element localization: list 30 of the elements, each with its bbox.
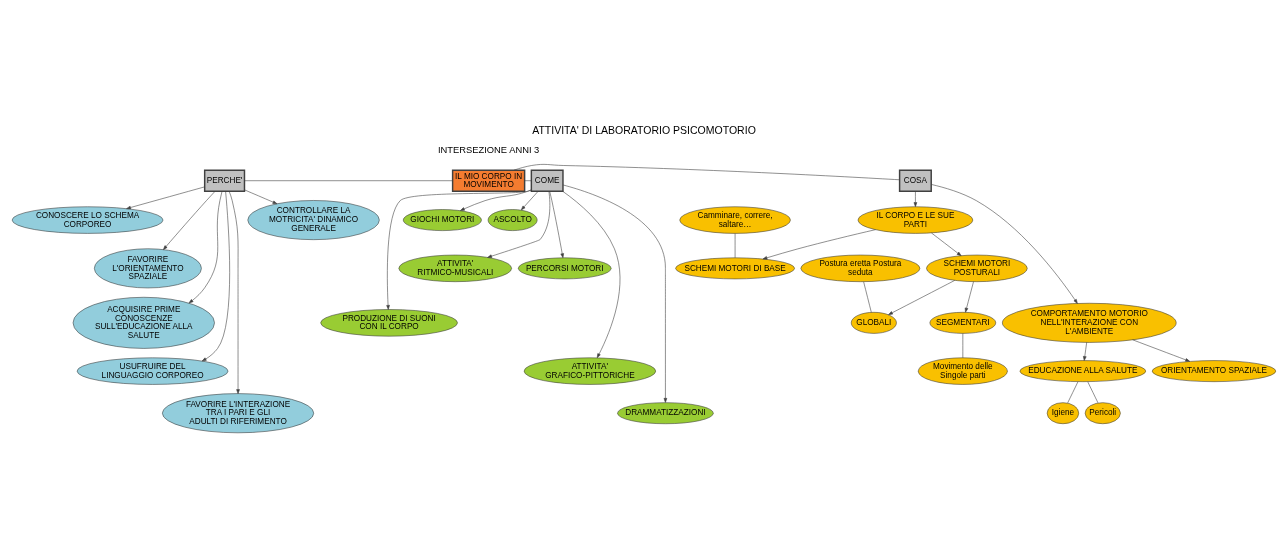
arrow [201,191,230,362]
arrow [228,191,240,394]
arrow [562,191,621,359]
connector [1067,381,1079,404]
arrow [1083,342,1087,361]
connector [863,281,872,313]
connector [244,180,453,181]
arrow [931,184,1078,304]
connector [1087,381,1099,404]
arrow [931,232,962,257]
connector [962,333,964,359]
connector [524,180,532,181]
arrow [964,281,974,313]
arrow [460,189,532,211]
arrow [913,191,918,207]
connector [513,164,900,181]
arrow [562,184,668,403]
diagram-title: ATTIVITA' DI LABORATORIO PSICOMOTORIO [532,124,756,137]
connector [734,233,736,259]
arrow [549,191,564,259]
arrow [888,280,956,315]
arrow [521,191,539,211]
arrow [126,186,205,210]
label: INTERSEZIONE ANNI 3 [437,144,540,155]
arrow [386,189,532,310]
arrow [762,229,876,260]
arrow [1132,339,1190,362]
arrow [244,189,278,205]
arrow [188,191,223,304]
arrow [163,190,216,250]
